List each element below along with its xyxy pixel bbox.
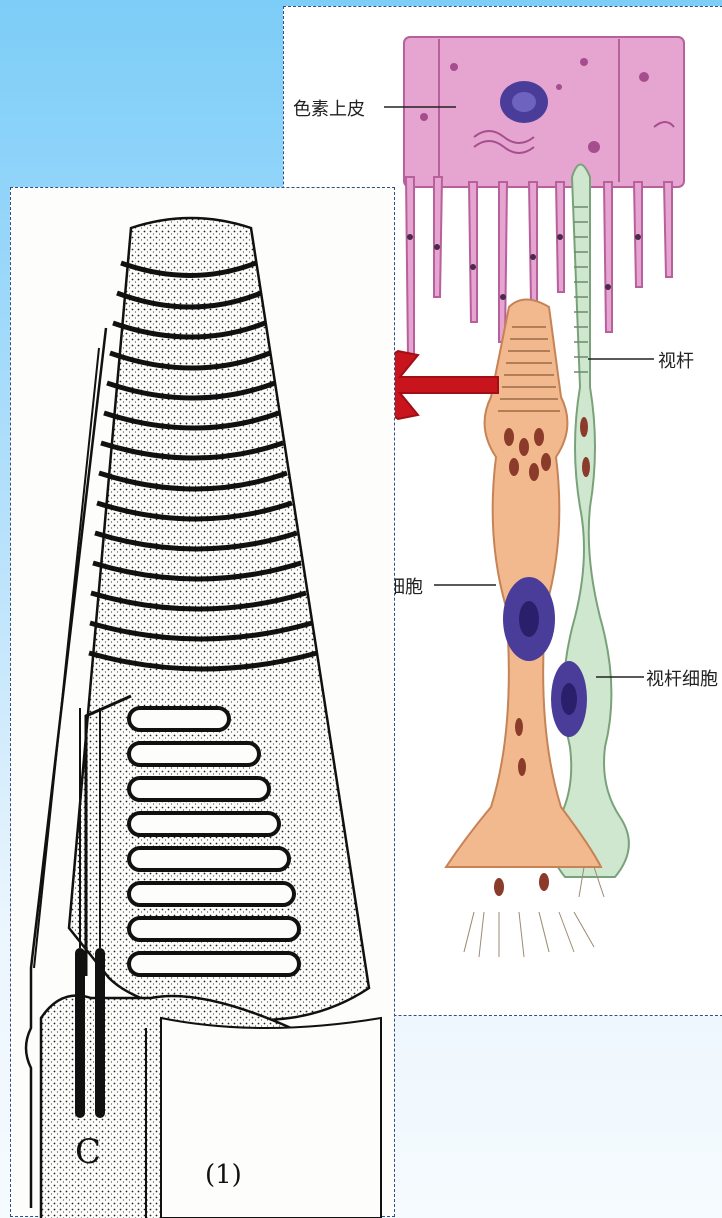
cilium-letter-c: C	[75, 1132, 101, 1172]
rod-label: 视杆	[658, 347, 694, 373]
cilium-rod-2	[95, 948, 105, 1118]
figure-number: (1)	[205, 1160, 242, 1190]
cone-outer-segment-drawing	[11, 188, 396, 1218]
pigment-epithelium-label: 色素上皮	[293, 95, 365, 121]
rod-cell-label: 视杆细胞	[646, 665, 718, 691]
cilium-rod-1	[75, 948, 85, 1118]
cone-outer-segment-panel: C (1)	[10, 187, 395, 1217]
